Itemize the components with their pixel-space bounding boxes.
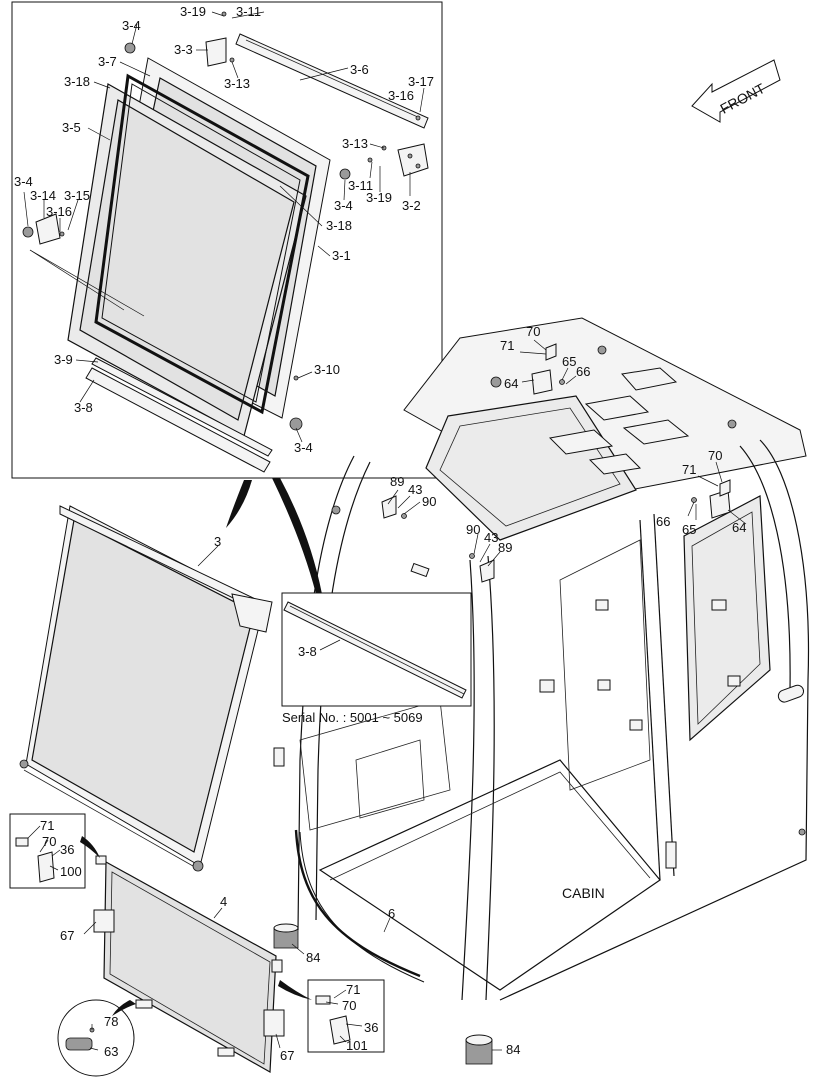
- callout-66: 66: [576, 364, 590, 379]
- callout-3-19: 3-19: [366, 190, 392, 205]
- callout-63: 63: [104, 1044, 118, 1059]
- main-callouts: 3 3-8 Serial No. : 5001 ~ 5069 CABIN 70 …: [40, 324, 746, 1063]
- callout-3-4: 3-4: [334, 198, 353, 213]
- callout-84: 84: [306, 950, 320, 965]
- callout-78: 78: [104, 1014, 118, 1029]
- callout-36: 36: [364, 1020, 378, 1035]
- callout-43: 43: [408, 482, 422, 497]
- callout-6: 6: [388, 906, 395, 921]
- callout-3-5: 3-5: [62, 120, 81, 135]
- callout-3-16: 3-16: [46, 204, 72, 219]
- callout-89: 89: [390, 474, 404, 489]
- pointer-to-box-100: [80, 836, 100, 858]
- callout-3-9: 3-9: [54, 352, 73, 367]
- callout-64: 64: [732, 520, 746, 535]
- rubber-stopper-84b: [465, 1034, 493, 1065]
- callout-70: 70: [342, 998, 356, 1013]
- callout-64: 64: [504, 376, 518, 391]
- cabin-label: CABIN: [562, 885, 605, 901]
- callout-71: 71: [500, 338, 514, 353]
- callout-3-3: 3-3: [174, 42, 193, 57]
- callout-3-18: 3-18: [64, 74, 90, 89]
- front-direction-arrow: FRONT: [691, 59, 781, 123]
- main-leader-lines: [27, 339, 747, 1051]
- callout-36: 36: [60, 842, 74, 857]
- callout-3-13: 3-13: [224, 76, 250, 91]
- callout-3-4: 3-4: [14, 174, 33, 189]
- window-frame-assembly: [22, 11, 429, 473]
- callout-3-8: 3-8: [74, 400, 93, 415]
- inset-pointer-right: [272, 478, 322, 594]
- callout-3-11: 3-11: [348, 178, 373, 193]
- callout-3-18: 3-18: [326, 218, 352, 233]
- callout-70: 70: [708, 448, 722, 463]
- knob-detail-circle: [57, 999, 135, 1077]
- callout-3-8-detail: 3-8: [298, 644, 317, 659]
- callout-67: 67: [280, 1048, 294, 1063]
- inset-pointer-left: [226, 480, 252, 528]
- callout-3-6: 3-6: [350, 62, 369, 77]
- callout-43: 43: [484, 530, 498, 545]
- callout-66: 66: [656, 514, 670, 529]
- callout-71: 71: [346, 982, 360, 997]
- callout-4: 4: [220, 894, 227, 909]
- latch-100-part: [15, 837, 55, 883]
- pointer-to-knob: [112, 1000, 136, 1016]
- callout-3-11: 3-11: [236, 4, 261, 19]
- callout-3-2: 3-2: [402, 198, 421, 213]
- callout-3-1: 3-1: [332, 248, 351, 263]
- callout-71: 71: [40, 818, 54, 833]
- callout-70: 70: [526, 324, 540, 339]
- callout-3-4: 3-4: [122, 18, 141, 33]
- callout-3-19: 3-19: [180, 4, 206, 19]
- callout-90: 90: [466, 522, 480, 537]
- callout-3-13: 3-13: [342, 136, 368, 151]
- cabin-structure: [273, 317, 810, 1001]
- callout-3-17: 3-17: [408, 74, 434, 89]
- bottom-rail-part: [283, 601, 467, 699]
- callout-3-4: 3-4: [294, 440, 313, 455]
- callout-3-10: 3-10: [314, 362, 340, 377]
- lower-door-panel: [93, 855, 285, 1074]
- rubber-stopper-84a: [273, 923, 299, 949]
- callout-71: 71: [682, 462, 696, 477]
- inset-callouts: 3-19 3-11 3-4 3-3 3-13 3-7 3-6 3-17 3-16…: [14, 4, 434, 455]
- callout-100: 100: [60, 864, 82, 879]
- callout-90: 90: [422, 494, 436, 509]
- callout-3-7: 3-7: [98, 54, 117, 69]
- callout-3-14: 3-14: [30, 188, 56, 203]
- latch-101-part: [315, 995, 351, 1045]
- callout-101: 101: [346, 1038, 368, 1053]
- callout-84: 84: [506, 1042, 520, 1057]
- inset-leader-lines: [23, 11, 425, 443]
- callout-3: 3: [214, 534, 221, 549]
- callout-89: 89: [498, 540, 512, 555]
- callout-3-15: 3-15: [64, 188, 90, 203]
- callout-3-16: 3-16: [388, 88, 414, 103]
- callout-67: 67: [60, 928, 74, 943]
- callout-65: 65: [682, 522, 696, 537]
- callout-65: 65: [562, 354, 576, 369]
- pointer-to-box-101: [278, 980, 312, 1000]
- serial-note: Serial No. : 5001 ~ 5069: [282, 710, 423, 725]
- rubber-stopper-icon: [22, 226, 34, 238]
- callout-70: 70: [42, 834, 56, 849]
- leader-3-8: [319, 639, 341, 651]
- door-window-assembly: [19, 505, 273, 872]
